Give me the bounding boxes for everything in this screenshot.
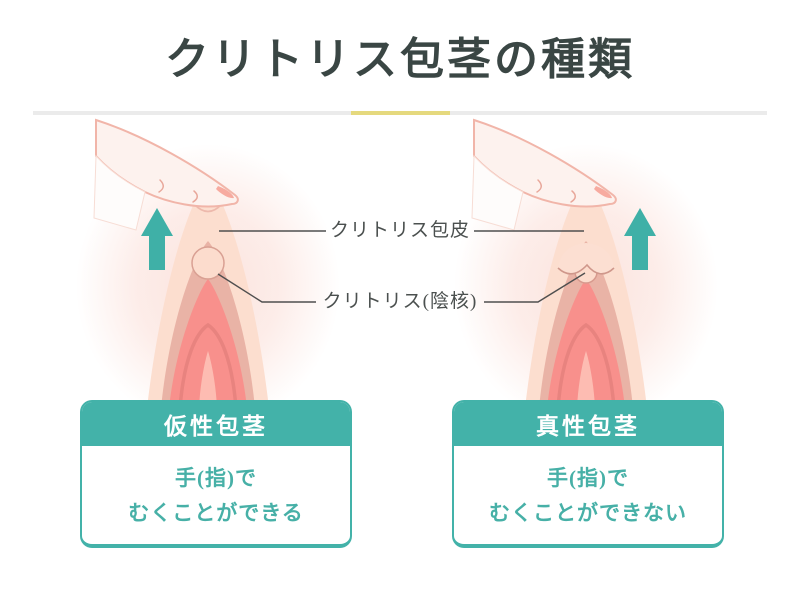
knuckle-crease [192,190,198,203]
true-phimosis-box-description: 手(指)で むくことができない [454,446,722,531]
finger-illustration [93,118,239,231]
vestibule-stripe [199,351,217,408]
title-divider [33,111,767,115]
fingernail [594,186,612,199]
hand-shape [471,154,524,231]
description-line: 手(指)で [547,466,629,490]
fingernail [216,186,234,199]
finger-illustration [471,118,617,231]
vulva-illustration-glans-covered [454,118,718,408]
true-phimosis-box: 真性包茎 手(指)で むくことができない [452,400,724,548]
knuckle-crease [536,179,542,193]
up-arrow-icon [141,208,173,270]
clitoris-label: クリトリス(陰核) [322,291,478,312]
pseudo-phimosis-box-description: 手(指)で むくことができる [82,446,350,531]
clitoral-glans-exposed [191,246,225,280]
pseudo-phimosis-box: 仮性包茎 手(指)で むくことができる [80,400,352,548]
page-title: クリトリス包茎の種類 [165,35,635,84]
inner-labia [547,279,625,408]
description-line: むくことができる [128,501,304,525]
vulva-drawing [76,144,340,408]
description-line: 手(指)で [175,466,257,490]
inner-labia-detail [556,322,616,408]
knuckle-crease [158,179,164,193]
title-divider-accent [351,111,450,115]
vestibule-stripe [577,351,595,408]
inner-labia-detail [178,322,238,408]
inner-labia [169,279,247,408]
hand-shape [93,154,146,231]
true-phimosis-box-title: 真性包茎 [454,402,722,446]
vulva-illustration-glans-exposed [76,118,340,408]
description-line: むくことができない [489,501,687,525]
pseudo-phimosis-box-title: 仮性包茎 [82,402,350,446]
hood-label: クリトリス包皮 [329,220,471,241]
up-arrow-icon [624,208,656,270]
vulva-drawing [454,144,718,408]
clitoral-hood-covering [558,243,614,274]
knuckle-crease [570,190,576,203]
